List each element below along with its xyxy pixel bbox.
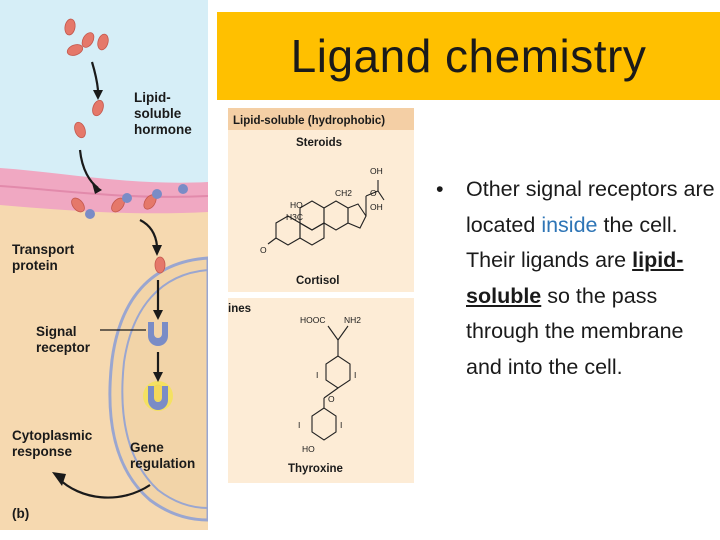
atom-i4: I	[340, 420, 342, 430]
signaling-diagram: Lipid- soluble hormone Transport protein…	[0, 0, 208, 530]
atom-ho-bottom: HO	[302, 444, 315, 454]
atom-ch2: CH2	[335, 188, 352, 198]
label-signal-2: receptor	[36, 340, 91, 355]
atom-nh2: NH2	[344, 315, 361, 325]
signal-receptor-shape	[148, 322, 168, 346]
label-hormone-3: hormone	[134, 122, 192, 137]
structure-header-bar	[228, 108, 414, 130]
label-transport-2: protein	[12, 258, 58, 273]
label-gene-2: regulation	[130, 456, 195, 471]
atom-i3: I	[298, 420, 300, 430]
bullet-text: Other signal receptors are located insid…	[466, 172, 716, 385]
atom-o-carbonyl: O	[370, 188, 377, 198]
atom-i1: I	[316, 370, 318, 380]
bullet-highlight: inside	[541, 212, 598, 237]
label-signal-1: Signal	[36, 324, 77, 339]
atom-hooc: HOOC	[300, 315, 326, 325]
label-panel: (b)	[12, 506, 29, 521]
atom-oh-side: OH	[370, 202, 383, 212]
cortisol-structure	[267, 180, 385, 246]
cortisol-label: Cortisol	[296, 275, 339, 287]
atom-oh-top: OH	[370, 166, 383, 176]
label-hormone-2: soluble	[134, 106, 182, 121]
atom-o-bridge: O	[328, 394, 335, 404]
gene-regulation-receptor	[148, 386, 168, 410]
atom-h3c: H3C	[286, 212, 303, 222]
label-cyto-1: Cytoplasmic	[12, 428, 93, 443]
label-hormone-1: Lipid-	[134, 90, 171, 105]
molecular-structures: Lipid-soluble (hydrophobic) Steroids OH …	[228, 108, 414, 483]
structure-header: Lipid-soluble (hydrophobic)	[233, 115, 385, 127]
bullet-text-part2: the cell. Their ligands are	[466, 212, 678, 273]
bullet-text-part3: so the pass through the membrane and int…	[466, 283, 684, 379]
label-gene-1: Gene	[130, 440, 164, 455]
slide-title: Ligand chemistry	[290, 30, 647, 82]
atom-i2: I	[354, 370, 356, 380]
partial-label: ines	[228, 303, 251, 315]
bullet-marker: •	[436, 177, 444, 201]
bullet-emphasis: lipid-soluble	[466, 248, 684, 308]
atom-o-ring: O	[260, 245, 267, 255]
transport-protein-shapes	[85, 184, 188, 219]
steroids-label: Steroids	[296, 137, 342, 149]
atom-ho-left: HO	[290, 200, 303, 210]
steroid-panel	[228, 130, 414, 292]
thyroxine-structure	[311, 325, 351, 441]
bullet-text-part1: Other signal receptors are located	[466, 177, 715, 237]
thyroxine-panel	[228, 298, 414, 483]
title-banner: Ligand chemistry	[217, 12, 720, 100]
label-transport-1: Transport	[12, 242, 75, 257]
label-cyto-2: response	[12, 444, 73, 459]
thyroxine-label: Thyroxine	[288, 463, 343, 475]
